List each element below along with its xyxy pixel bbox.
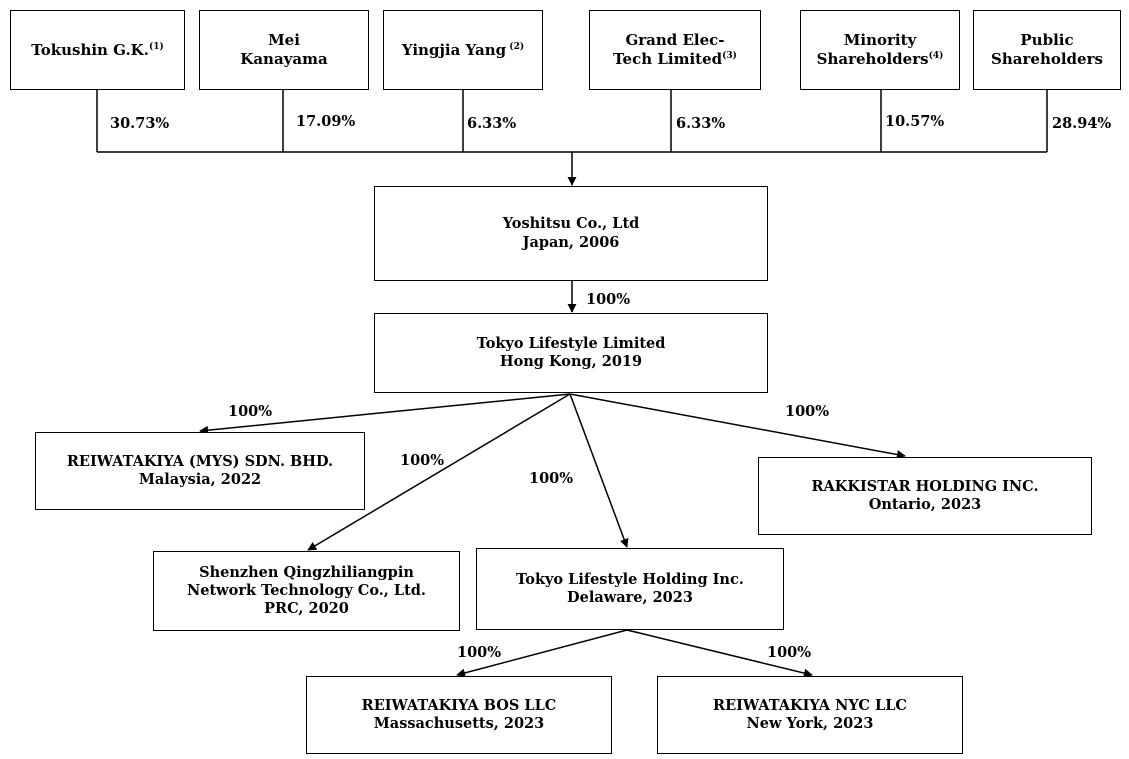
entity-location: PRC, 2020 — [264, 600, 349, 618]
shareholder-name-line: Shareholders — [991, 50, 1103, 68]
shareholder-name-line: Yingjia Yang — [401, 40, 507, 59]
entity-reiwatakiya-bos: REIWATAKIYA BOS LLC Massachusetts, 2023 — [306, 676, 612, 754]
entity-tokyo-lifestyle: Tokyo Lifestyle Limited Hong Kong, 2019 — [374, 313, 768, 393]
shareholder-mei-kanayama: Mei Kanayama — [199, 10, 369, 90]
pct-grand-elec-tech: 6.33% — [676, 115, 726, 132]
entity-location: Japan, 2006 — [522, 233, 620, 251]
shareholder-name-line: Grand Elec- — [625, 31, 725, 50]
entity-location: Ontario, 2023 — [868, 496, 982, 513]
pct-minority: 10.57% — [885, 113, 945, 130]
footnote-marker: (3) — [722, 51, 737, 61]
footnote-marker: (4) — [928, 51, 944, 61]
entity-location: Massachusetts, 2023 — [373, 715, 545, 732]
shareholder-name-line: Kanayama — [240, 50, 328, 68]
pct-yingjia-yang: 6.33% — [467, 115, 517, 132]
entity-reiwatakiya-nyc: REIWATAKIYA NYC LLC New York, 2023 — [657, 676, 963, 754]
arrow-to-reiwatakiya-bos — [456, 629, 628, 678]
shareholder-name-line: Shareholders — [816, 50, 929, 68]
shareholder-tokushin: Tokushin G.K.(1) — [10, 10, 185, 90]
shareholder-name-line: Tokushin G.K. — [31, 40, 149, 59]
pct-rakkistar: 100% — [785, 403, 830, 420]
pct-tokyo-holding: 100% — [529, 470, 574, 487]
shareholder-name-line: Public — [1020, 31, 1074, 50]
pct-shenzhen: 100% — [400, 452, 445, 469]
entity-name: REIWATAKIYA NYC LLC — [713, 696, 907, 714]
entity-tokyo-holding: Tokyo Lifestyle Holding Inc. Delaware, 2… — [476, 548, 784, 630]
shareholder-grand-elec-tech: Grand Elec- Tech Limited(3) — [589, 10, 761, 90]
entity-name: REIWATAKIYA (MYS) SDN. BHD. — [66, 452, 334, 470]
footnote-marker: (1) — [148, 41, 164, 52]
arrow-to-tokyo-holding — [569, 393, 629, 548]
pct-reiwatakiya-mys: 100% — [228, 403, 273, 420]
pct-mei-kanayama: 17.09% — [296, 113, 356, 130]
entity-reiwatakiya-mys: REIWATAKIYA (MYS) SDN. BHD. Malaysia, 20… — [35, 432, 365, 510]
entity-name: Tokyo Lifestyle Holding Inc. — [516, 570, 744, 588]
footnote-marker: (2) — [506, 41, 525, 52]
shareholder-yingjia-yang: Yingjia Yang (2) — [383, 10, 543, 90]
pct-tokushin: 30.73% — [110, 115, 170, 132]
pct-public: 28.94% — [1052, 115, 1112, 132]
entity-name: REIWATAKIYA BOS LLC — [361, 696, 557, 714]
entity-yoshitsu: Yoshitsu Co., Ltd Japan, 2006 — [374, 186, 768, 281]
entity-location: Hong Kong, 2019 — [499, 353, 643, 370]
pct-reiwatakiya-nyc: 100% — [767, 644, 812, 661]
shareholder-name-line: Minority — [843, 31, 917, 50]
entity-location: New York, 2023 — [746, 715, 874, 732]
entity-rakkistar: RAKKISTAR HOLDING INC. Ontario, 2023 — [758, 457, 1092, 535]
shareholder-public: Public Shareholders — [973, 10, 1121, 90]
entity-name: Yoshitsu Co., Ltd — [502, 215, 640, 233]
entity-name-line: Shenzhen Qingzhiliangpin — [199, 563, 414, 581]
entity-name: RAKKISTAR HOLDING INC. — [811, 477, 1039, 495]
shareholder-name-line: Mei — [268, 31, 300, 50]
shareholder-name-line: Tech Limited — [613, 50, 723, 68]
pct-tokyo-lifestyle: 100% — [586, 291, 631, 308]
entity-location: Malaysia, 2022 — [138, 471, 262, 488]
shareholder-minority: Minority Shareholders(4) — [800, 10, 960, 90]
arrow-to-rakkistar — [569, 393, 906, 459]
pct-reiwatakiya-bos: 100% — [457, 644, 502, 661]
arrow-to-reiwatakiya-nyc — [626, 629, 813, 678]
entity-shenzhen: Shenzhen Qingzhiliangpin Network Technol… — [153, 551, 460, 631]
entity-name: Tokyo Lifestyle Limited — [476, 334, 666, 352]
arrow-to-shenzhen — [307, 393, 571, 551]
arrow-to-reiwatakiya-mys — [199, 393, 571, 435]
entity-location: Delaware, 2023 — [567, 589, 693, 606]
entity-name-line: Network Technology Co., Ltd. — [187, 581, 426, 599]
